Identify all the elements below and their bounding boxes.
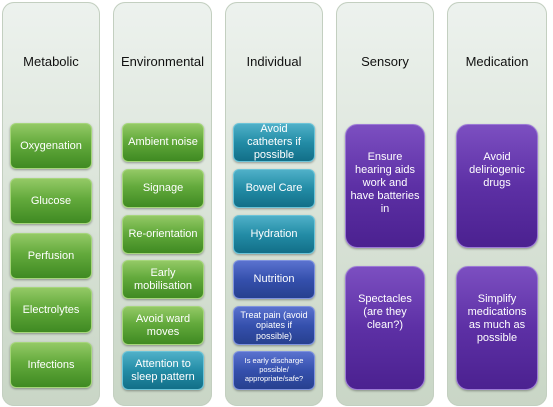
item-attention-to-sleep-pattern: Attention to sleep pattern	[122, 351, 204, 390]
item-simplify-medications: Simplify medications as much as possible	[456, 266, 538, 390]
item-infections: Infections	[10, 342, 92, 388]
item-treat-pain: Treat pain (avoid opiates if possible)	[233, 306, 315, 345]
column-medication: Medication Avoid deliriogenic drugs Simp…	[447, 2, 547, 406]
item-ambient-noise: Ambient noise	[122, 123, 204, 162]
column-individual: Individual Avoid catheters if possible B…	[225, 2, 323, 406]
column-environmental: Environmental Ambient noise Signage Re-o…	[113, 2, 212, 406]
item-glucose: Glucose	[10, 178, 92, 224]
column-title-sensory: Sensory	[361, 54, 409, 69]
item-early-mobilisation: Early mobilisation	[122, 260, 204, 299]
column-metabolic: Metabolic Oxygenation Glucose Perfusion …	[2, 2, 100, 406]
column-title-individual: Individual	[246, 54, 302, 69]
item-avoid-catheters: Avoid catheters if possible	[233, 123, 315, 162]
item-re-orientation: Re-orientation	[122, 215, 204, 254]
item-nutrition: Nutrition	[233, 260, 315, 299]
item-perfusion: Perfusion	[10, 233, 92, 279]
item-hydration: Hydration	[233, 215, 315, 254]
item-avoid-deliriogenic-drugs: Avoid deliriogenic drugs	[456, 124, 538, 248]
column-title-medication: Medication	[465, 54, 529, 69]
item-electrolytes: Electrolytes	[10, 287, 92, 333]
column-title-environmental: Environmental	[120, 54, 205, 69]
item-oxygenation: Oxygenation	[10, 123, 92, 169]
item-early-discharge: Is early discharge possible/ appropriate…	[233, 351, 315, 390]
column-title-metabolic: Metabolic	[23, 54, 79, 69]
column-sensory: Sensory Ensure hearing aids work and hav…	[336, 2, 434, 406]
item-bowel-care: Bowel Care	[233, 169, 315, 208]
item-signage: Signage	[122, 169, 204, 208]
item-avoid-ward-moves: Avoid ward moves	[122, 306, 204, 345]
item-spectacles: Spectacles (are they clean?)	[345, 266, 425, 390]
item-hearing-aids: Ensure hearing aids work and have batter…	[345, 124, 425, 248]
